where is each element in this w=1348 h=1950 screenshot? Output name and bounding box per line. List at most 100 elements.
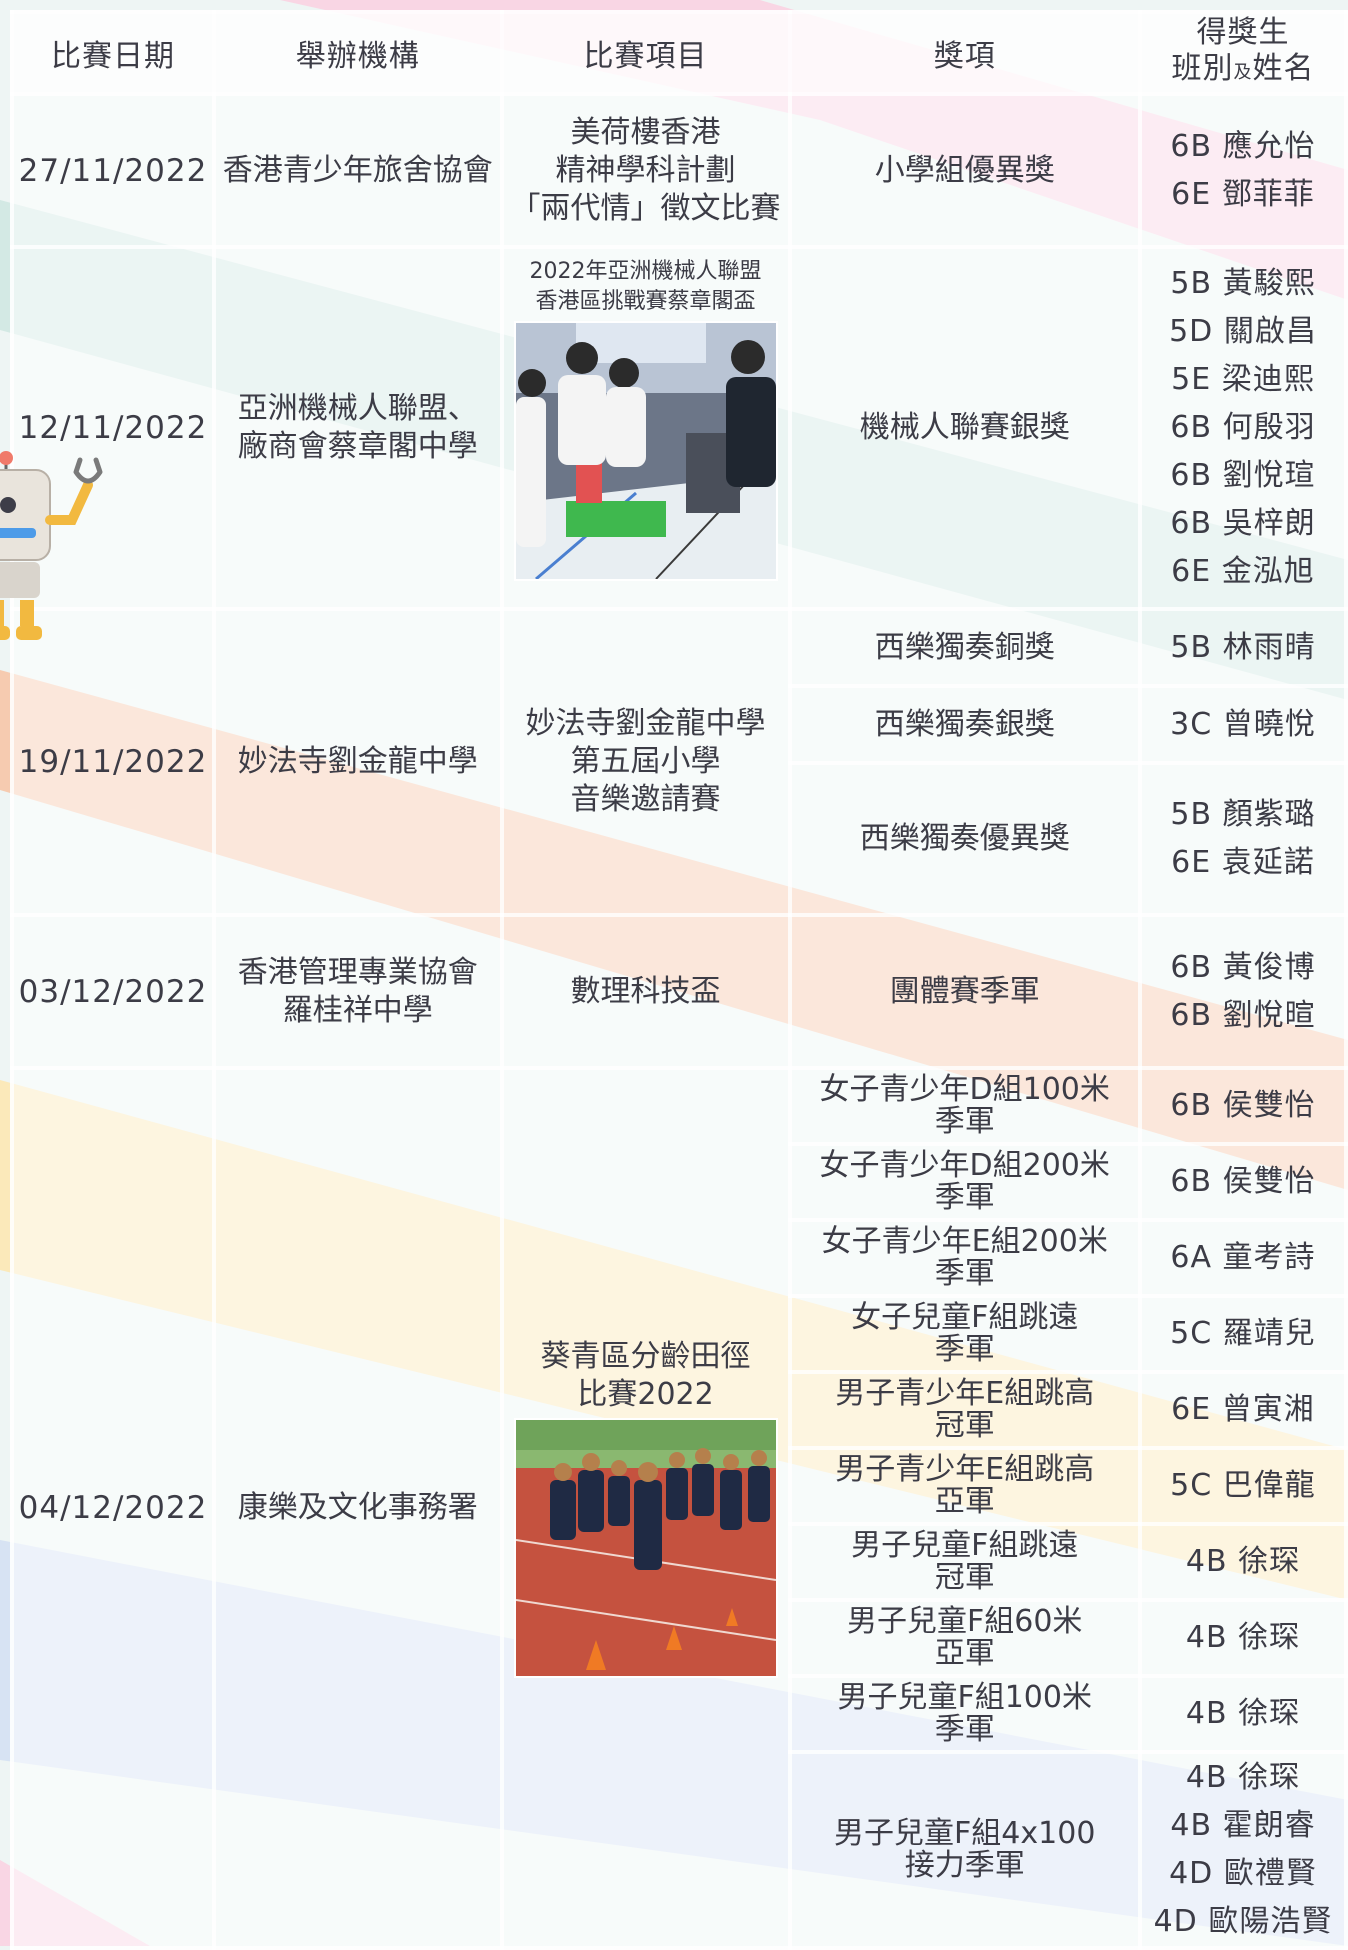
header-winner-class: 班別	[1171, 51, 1234, 86]
table-row: 男子兒童F組4x100 接力季軍 4B 徐琛 4B 霍朗睿 4D 歐禮賢 4D …	[12, 1750, 1348, 1950]
winner-name: 6B 吳梓朗	[1170, 506, 1316, 541]
winner-cell: 4B 徐琛 4B 霍朗睿 4D 歐禮賢 4D 歐陽浩賢	[1137, 1750, 1348, 1950]
table-row: 女子兒童F組跳遠 季軍 5C 羅靖兒	[12, 1294, 1348, 1374]
award-line: 冠軍	[934, 1560, 995, 1595]
date-cell: 19/11/2022	[10, 607, 216, 917]
award-cell: 男子青少年E組跳高 冠軍	[787, 1370, 1142, 1450]
winner-cell: 4B 徐琛	[1137, 1522, 1348, 1602]
date-cell: 03/12/2022	[10, 913, 216, 1070]
award-line: 女子青少年E組200米	[821, 1224, 1108, 1259]
winner-name: 6E 袁延諾	[1171, 845, 1315, 880]
winner-cell: 6A 童考詩	[1137, 1218, 1348, 1298]
award-cell: 機械人聯賽銀獎	[787, 245, 1142, 611]
table-row: 男子兒童F組跳遠 冠軍 4B 徐琛	[12, 1522, 1348, 1602]
award-line: 男子青少年E組跳高	[835, 1452, 1095, 1487]
winner-cell: 5C 羅靖兒	[1137, 1294, 1348, 1374]
award-cell: 西樂獨奏銅獎	[787, 607, 1142, 688]
winner-name: 4B 霍朗睿	[1170, 1808, 1316, 1843]
event-cell: 美荷樓香港 精神學科計劃 「兩代情」徵文比賽	[499, 92, 792, 249]
winner-name: 6B 何殷羽	[1170, 410, 1316, 445]
award-cell: 小學組優異獎	[787, 92, 1142, 249]
award-line: 男子青少年E組跳高	[835, 1376, 1095, 1411]
event-line: 香港區挑戰賽蔡章閣盃	[535, 289, 756, 314]
robot-illustration	[0, 451, 103, 640]
header-row: 比賽日期 舉辦機構 比賽項目 獎項 得獎生 班別及姓名	[10, 10, 1348, 96]
award-cell: 男子兒童F組跳遠 冠軍	[787, 1522, 1142, 1602]
table-row: 女子青少年D組200米 季軍 6B 侯雙怡	[12, 1142, 1348, 1222]
winner-name: 6B 黃俊博	[1170, 949, 1316, 985]
event-line: 精神學科計劃	[555, 152, 736, 188]
award-cell: 男子兒童F組60米 亞軍	[787, 1598, 1142, 1678]
table-row: 04/12/2022 康樂及文化事務署 葵青區分齡田徑 比賽2022	[10, 1066, 1348, 1950]
organizer-cell: 香港管理專業協會 羅桂祥中學	[211, 913, 504, 1070]
event-cell: 數理科技盃	[499, 913, 792, 1070]
winner-cell: 6E 曾寅湘	[1137, 1370, 1348, 1450]
award-line: 亞軍	[934, 1636, 995, 1671]
event-line: 美荷樓香港	[570, 114, 721, 150]
award-line: 男子兒童F組60米	[847, 1604, 1083, 1639]
award-line: 亞軍	[934, 1484, 995, 1519]
winner-cell: 6B 侯雙怡	[1137, 1066, 1348, 1146]
award-line: 女子兒童F組跳遠	[851, 1300, 1079, 1335]
event-line: 「兩代情」徵文比賽	[510, 190, 781, 226]
award-line: 季軍	[934, 1256, 995, 1291]
winner-name: 4D 歐禮賢	[1169, 1856, 1317, 1891]
award-line: 女子青少年D組100米	[819, 1072, 1110, 1107]
event-line: 妙法寺劉金龍中學	[525, 706, 766, 741]
date-cell: 12/11/2022	[10, 245, 216, 611]
winner-cell: 5B 顏紫璐 6E 袁延諾	[1137, 761, 1348, 917]
award-line: 季軍	[934, 1104, 995, 1139]
header-winner-line1: 得獎生	[1196, 15, 1290, 50]
awards-table: 比賽日期 舉辦機構 比賽項目 獎項 得獎生 班別及姓名 27/11/2022 香…	[10, 10, 1348, 1950]
winner-cell: 5C 巴偉龍	[1137, 1446, 1348, 1526]
winner-name: 6B 應允怡	[1170, 128, 1316, 164]
header-winner-name: 姓名	[1252, 51, 1315, 86]
event-line: 第五屆小學	[570, 744, 721, 779]
winner-name: 6E 金泓旭	[1171, 554, 1315, 589]
header-organizer: 舉辦機構	[211, 10, 504, 96]
organizer-line: 亞洲機械人聯盟、	[237, 391, 478, 426]
table-row: 男子青少年E組跳高 冠軍 6E 曾寅湘	[12, 1370, 1348, 1450]
award-cell: 男子兒童F組4x100 接力季軍	[787, 1750, 1142, 1950]
event-title: 葵青區分齡田徑 比賽2022	[508, 1338, 784, 1414]
header-winner-and: 及	[1233, 62, 1253, 83]
award-line: 女子青少年D組200米	[819, 1148, 1110, 1183]
organizer-line: 廠商會蔡章閣中學	[237, 429, 478, 464]
winner-cell: 4B 徐琛	[1137, 1598, 1348, 1678]
table-row: 男子青少年E組跳高 亞軍 5C 巴偉龍	[12, 1446, 1348, 1526]
header-award: 獎項	[787, 10, 1142, 96]
date-cell: 04/12/2022	[10, 1066, 216, 1950]
table-row: 西樂獨奏優異獎 5B 顏紫璐 6E 袁延諾	[12, 761, 1348, 917]
winner-name: 5B 顏紫璐	[1170, 797, 1316, 832]
award-line: 男子兒童F組4x100	[834, 1816, 1096, 1851]
winner-name: 6B 劉悅暄	[1170, 997, 1316, 1033]
winner-cell: 5B 林雨晴	[1137, 607, 1348, 688]
event-line: 音樂邀請賽	[570, 782, 721, 817]
award-cell: 女子青少年D組200米 季軍	[787, 1142, 1142, 1222]
table-row: 12/11/2022 亞洲機械人聯盟、 廠商會蔡章閣中學 2022年亞洲機械人聯…	[10, 245, 1348, 611]
date-cell: 27/11/2022	[10, 92, 216, 249]
award-cell: 西樂獨奏優異獎	[787, 761, 1142, 917]
event-line: 比賽2022	[577, 1377, 714, 1412]
organizer-line: 香港管理專業協會	[237, 954, 478, 990]
header-winner: 得獎生 班別及姓名	[1137, 10, 1348, 96]
event-cell: 葵青區分齡田徑 比賽2022	[499, 1066, 792, 1950]
winner-name: 5B 黃駿熙	[1170, 266, 1316, 301]
award-cell: 女子青少年D組100米 季軍	[787, 1066, 1142, 1146]
event-cell: 妙法寺劉金龍中學 第五屆小學 音樂邀請賽	[499, 607, 792, 917]
organizer-cell: 康樂及文化事務署	[211, 1066, 504, 1950]
award-line: 季軍	[934, 1180, 995, 1215]
header-date: 比賽日期	[10, 10, 216, 96]
table-row: 西樂獨奏銀獎 3C 曾曉悅	[12, 684, 1348, 765]
award-line: 男子兒童F組跳遠	[851, 1528, 1079, 1563]
award-line: 季軍	[934, 1712, 995, 1747]
table-row: 03/12/2022 香港管理專業協會 羅桂祥中學 數理科技盃 團體賽季軍 6B…	[10, 913, 1348, 1070]
winner-name: 5E 梁迪熙	[1171, 362, 1315, 397]
table-row: 19/11/2022 妙法寺劉金龍中學 妙法寺劉金龍中學 第五屆小學 音樂邀請賽…	[10, 607, 1348, 917]
award-cell: 男子青少年E組跳高 亞軍	[787, 1446, 1142, 1526]
winner-name: 6B 劉悅瑄	[1170, 458, 1316, 493]
winner-cell: 5B 黃駿熙 5D 關啟昌 5E 梁迪熙 6B 何殷羽 6B 劉悅瑄 6B 吳梓…	[1137, 245, 1348, 611]
award-cell: 男子兒童F組100米 季軍	[787, 1674, 1142, 1754]
athletics-photo	[513, 1418, 778, 1678]
event-line: 2022年亞洲機械人聯盟	[529, 259, 762, 284]
